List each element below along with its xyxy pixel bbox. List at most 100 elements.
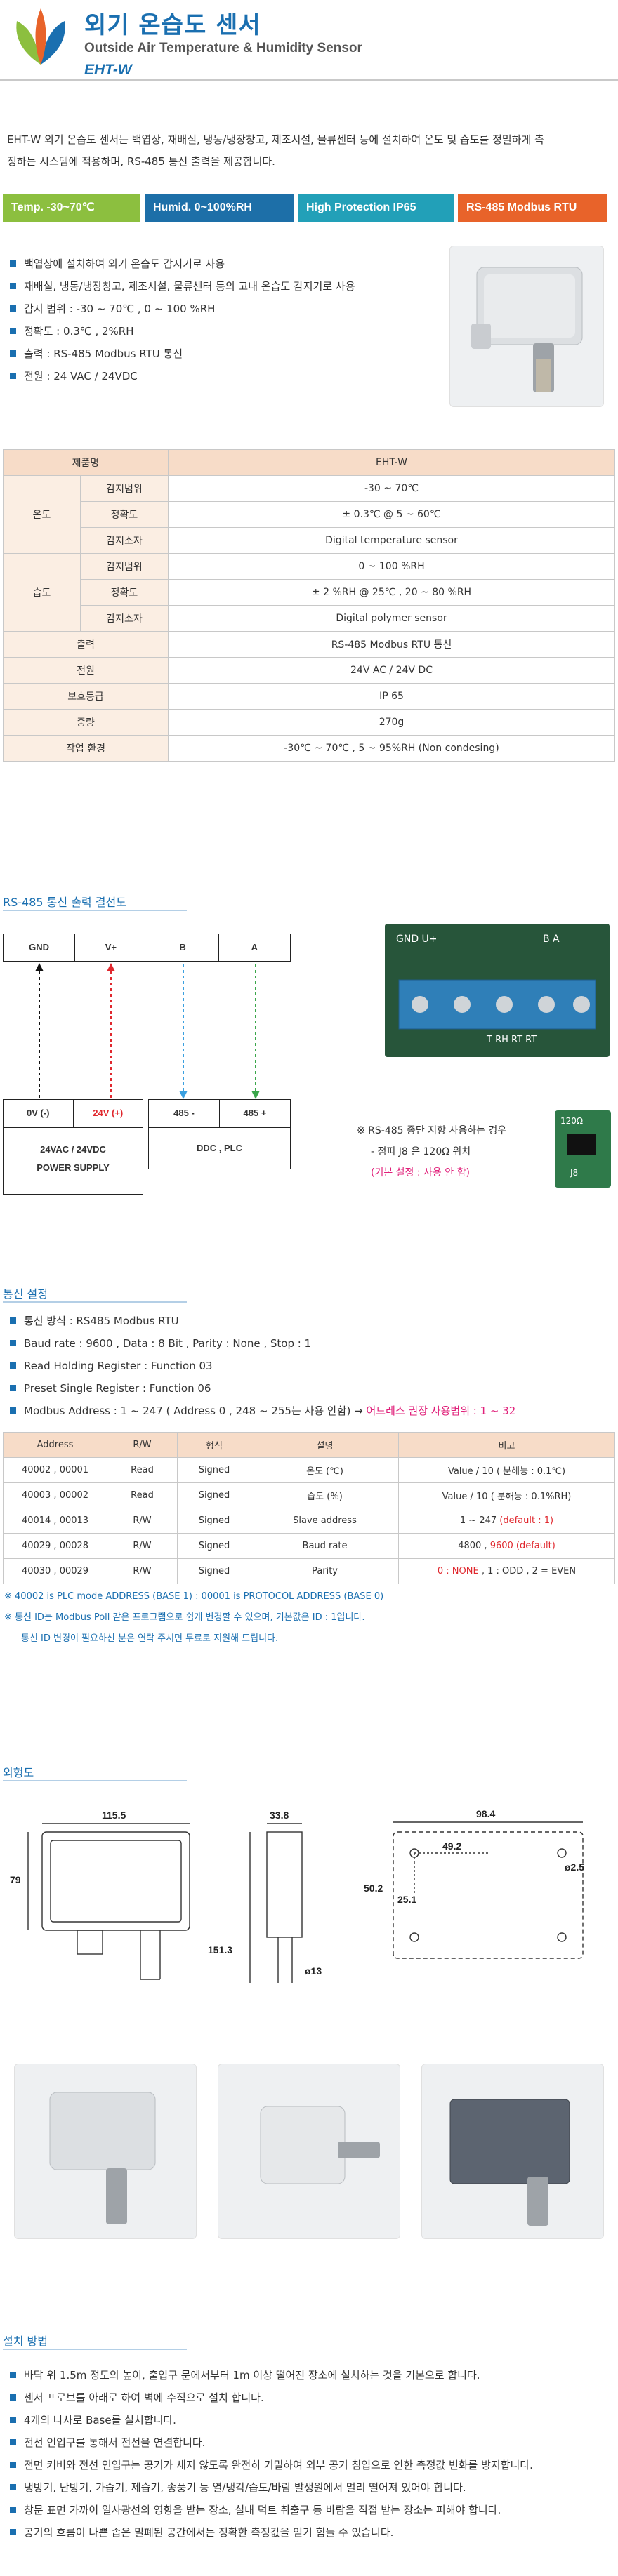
spec-value: -30℃ ~ 70℃ , 5 ~ 95%RH (Non condesing) [168, 735, 615, 762]
wiring-title-underline [3, 910, 187, 911]
note-line: 통신 ID 변경이 필요하신 분은 연락 주시면 무료로 지원해 드립니다. [21, 1633, 279, 1644]
table-row: 작업 환경 -30℃ ~ 70℃ , 5 ~ 95%RH (Non condes… [3, 735, 615, 762]
cell: 온도 (℃) [251, 1457, 399, 1483]
cell: Read [107, 1457, 178, 1483]
dim-label: ø13 [305, 1965, 322, 1977]
humid-group-label: 습도 [3, 553, 81, 632]
board-label-power: GND U+ [396, 934, 438, 945]
dim-label: 50.2 [364, 1883, 383, 1894]
address-line: Modbus Address : 1 ~ 247 ( Address 0 , 2… [24, 1405, 367, 1417]
col-header: Address [3, 1432, 107, 1458]
spec-value: 24V AC / 24V DC [168, 657, 615, 684]
dim-label: 151.3 [208, 1944, 233, 1956]
spec-label: 전원 [3, 657, 169, 684]
cell-text: 4800 , [458, 1541, 487, 1551]
dim-label: 98.4 [476, 1808, 496, 1819]
table-row: 정확도 ± 2 %RH @ 25℃ , 20 ~ 80 %RH [4, 579, 615, 606]
note-line: ※ 통신 ID는 Modbus Poll 같은 프로그램으로 쉽게 변경할 수 … [4, 1612, 365, 1623]
spec-value: 0 ~ 100 %RH [168, 553, 615, 580]
cell: Value / 10 ( 분해능 : 0.1℃) [398, 1457, 615, 1483]
cell: R/W [107, 1533, 178, 1559]
list-item: 감지 범위 : -30 ~ 70℃ , 0 ~ 100 %RH [8, 298, 444, 320]
address-hint: 어드레스 권장 사용범위 : 1 ~ 32 [366, 1405, 516, 1417]
cell: Signed [177, 1508, 251, 1534]
table-row: 감지소자 Digital polymer sensor [4, 605, 615, 632]
col-header: 형식 [177, 1432, 251, 1458]
table-row: 보호등급 IP 65 [3, 683, 615, 710]
terminal-gnd: GND [3, 934, 76, 962]
terminal-board-photo: GND U+ B A T RH RT RT [385, 924, 610, 1057]
list-item: 재배실, 냉동/냉장창고, 제조시설, 물류센터 등의 고내 온습도 감지기로 … [8, 275, 444, 298]
cell: Signed [177, 1482, 251, 1508]
jumper-photo: 120Ω J8 [555, 1110, 611, 1188]
spec-value: IP 65 [168, 683, 615, 710]
cell: Parity [251, 1558, 399, 1584]
table-row: 40030 , 00029 R/W Signed Parity 0 : NONE… [3, 1558, 615, 1584]
termination-note-line: - 점퍼 J8 은 120Ω 위치 [371, 1146, 471, 1157]
cell: 4800 , 9600 (default) [398, 1533, 615, 1559]
chip-temp: Temp. -30~70℃ [3, 194, 140, 222]
comm-plus-label: 485 + [219, 1100, 290, 1127]
list-item: Baud rate : 9600 , Data : 8 Bit , Parity… [8, 1332, 612, 1355]
table-row: 40014 , 00013 R/W Signed Slave address 1… [3, 1508, 615, 1534]
table-row: 온도 감지범위 -30 ~ 70℃ [3, 475, 615, 554]
model-name: EHT-W [84, 62, 132, 78]
install-steps: 바닥 위 1.5m 정도의 높이, 출입구 문에서부터 1m 이상 떨어진 장소… [8, 2364, 612, 2544]
spec-label: 작업 환경 [3, 735, 169, 762]
list-item: 통신 방식 : RS485 Modbus RTU [8, 1310, 612, 1332]
default-value: 0 : NONE [437, 1566, 479, 1576]
list-item: 전선 인입구를 통해서 전선을 연결합니다. [8, 2431, 612, 2454]
cell: 1 ~ 247 (default : 1) [398, 1508, 615, 1534]
product-photo-front [14, 2064, 197, 2239]
power-supply-name: 24VAC / 24VDC POWER SUPPLY [37, 1144, 110, 1173]
terminal-vplus: V+ [75, 934, 147, 962]
register-notes: ※ 40002 is PLC mode ADDRESS (BASE 1) : 0… [4, 1586, 383, 1649]
comm-minus-label: 485 - [173, 1108, 195, 1118]
product-photo [449, 246, 604, 407]
power-0v-label: 0V (-) [27, 1108, 50, 1118]
cell: Signed [177, 1533, 251, 1559]
table-row: 40029 , 00028 R/W Signed Baud rate 4800 … [3, 1533, 615, 1559]
outline-drawing [27, 1821, 584, 1983]
power-supply-box: 0V (-) 24V (+) 24VAC / 24VDC POWER SUPPL… [3, 1099, 143, 1195]
list-item: 센서 프로브를 아래로 하여 벽에 수직으로 설치 합니다. [8, 2386, 612, 2409]
jumper-block [567, 1134, 596, 1155]
cell: 습도 (%) [251, 1482, 399, 1508]
cell: 40002 , 00001 [3, 1457, 107, 1483]
cell: 40029 , 00028 [3, 1533, 107, 1559]
terminal-b: B [147, 934, 219, 962]
dim-label: 25.1 [397, 1894, 417, 1905]
terminal-strip: GND V+ B A [3, 934, 291, 962]
termination-note-line: (기본 설정 : 사용 안 함) [371, 1167, 470, 1179]
list-item: Modbus Address : 1 ~ 247 ( Address 0 , 2… [8, 1400, 612, 1422]
dim-label: 79 [10, 1874, 21, 1885]
col-header: R/W [107, 1432, 178, 1458]
product-photo-side [218, 2064, 400, 2239]
spec-table: 제품명 EHT-W 온도 감지범위 -30 ~ 70℃ 정확도 ± 0.3℃ @… [3, 449, 615, 762]
list-item: 전원 : 24 VAC / 24VDC [8, 365, 444, 387]
cell-text: 1 ~ 247 [459, 1515, 497, 1526]
note-line: ※ 40002 is PLC mode ADDRESS (BASE 1) : 0… [4, 1591, 384, 1602]
cell: Value / 10 ( 분해능 : 0.1%RH) [398, 1482, 615, 1508]
intro-line: 정하는 시스템에 적용하며, RS-485 통신 출력을 제공합니다. [7, 155, 275, 168]
feature-chips: Temp. -30~70℃ Humid. 0~100%RH High Prote… [3, 194, 607, 222]
spec-label: 감지범위 [80, 553, 169, 580]
list-item: 창문 표면 가까이 일사광선의 영향을 받는 장소, 실내 덕트 취출구 등 바… [8, 2499, 612, 2521]
chip-rs485: RS-485 Modbus RTU [458, 194, 607, 222]
board-label-bus: B A [543, 934, 560, 945]
table-row: 40003 , 00002 Read Signed 습도 (%) Value /… [3, 1482, 615, 1508]
spec-header-label: 제품명 [3, 449, 169, 476]
cell: Signed [177, 1457, 251, 1483]
termination-note: ※ RS-485 종단 저항 사용하는 경우 - 점퍼 J8 은 120Ω 위치… [357, 1120, 506, 1183]
comm-title: 통신 설정 [3, 1287, 48, 1301]
spec-value: ± 2 %RH @ 25℃ , 20 ~ 80 %RH [168, 579, 615, 606]
comm-device-name: DDC , PLC [197, 1143, 242, 1153]
table-row: 정확도 ± 0.3℃ @ 5 ~ 60℃ [4, 501, 615, 528]
spec-value: RS-485 Modbus RTU 통신 [168, 631, 615, 658]
temp-group-label: 온도 [3, 475, 81, 554]
default-value: 9600 (default) [487, 1541, 555, 1551]
spec-label: 중량 [3, 709, 169, 736]
page-subtitle: Outside Air Temperature & Humidity Senso… [84, 41, 362, 55]
cell: 40030 , 00029 [3, 1558, 107, 1584]
chip-humid: Humid. 0~100%RH [145, 194, 294, 222]
